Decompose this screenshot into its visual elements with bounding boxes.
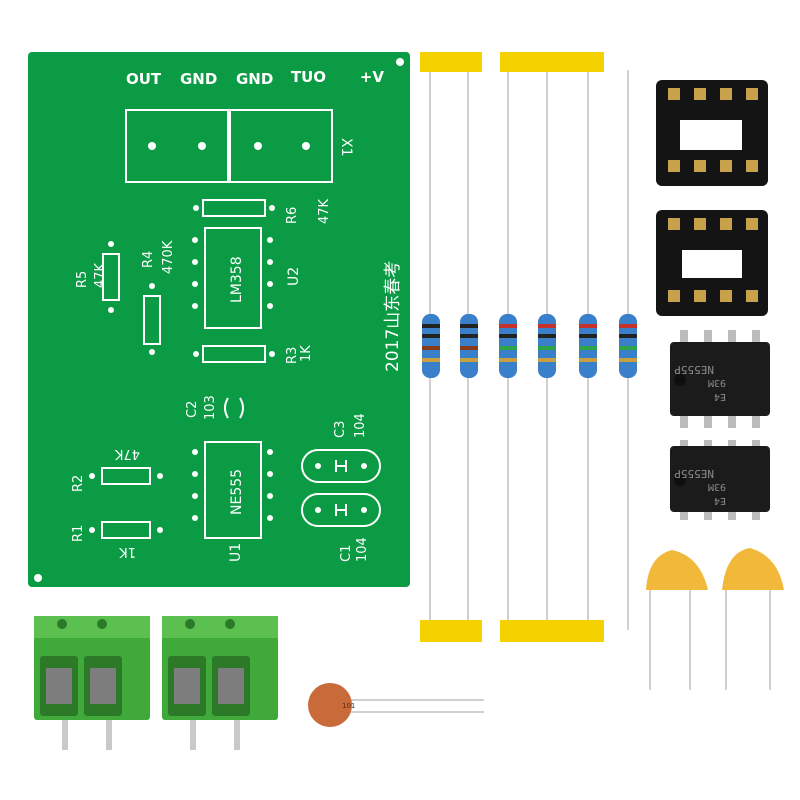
chip2-marking: NE555P	[674, 467, 714, 480]
chip1-marking: NE555P	[674, 363, 714, 376]
label-r1: R1	[71, 525, 86, 542]
chip1-line2: 93M	[708, 377, 726, 388]
terminal-block-1	[34, 616, 150, 750]
label-r3-value: 1K	[299, 345, 314, 362]
label-c1: C1	[339, 545, 354, 562]
resistor-3	[499, 314, 517, 378]
label-vplus: V+	[360, 68, 384, 86]
disc-capacitor: 101	[308, 683, 484, 727]
ceramic-capacitor-2	[722, 548, 784, 690]
label-out-text: OUT	[126, 70, 162, 88]
label-r3: R3	[285, 347, 300, 364]
tape-bottom-right	[500, 620, 604, 642]
resistor-4	[538, 314, 556, 378]
label-c1-value: 104	[355, 537, 370, 562]
label-r6-value: 47K	[317, 198, 332, 224]
label-r5-value: 47K	[93, 262, 108, 288]
terminal-block-2	[162, 616, 278, 750]
ne555-chip-2: NE555P 93M E4	[670, 440, 770, 520]
label-lm358: LM358	[229, 256, 245, 303]
label-gnd-1: GND	[180, 70, 217, 88]
tape-top-right	[500, 52, 604, 72]
tape-bottom-left	[420, 620, 482, 642]
label-gnd-2: GND	[236, 70, 273, 88]
label-r2-value: 47K	[114, 446, 140, 461]
chip1-line3: E4	[714, 391, 726, 402]
label-c2: C2	[185, 401, 200, 418]
label-r6: R6	[285, 207, 300, 224]
tape-top-left	[420, 52, 482, 72]
ceramic-capacitor-1	[646, 550, 708, 690]
label-ne555: NE555	[229, 469, 245, 515]
ne555-chip-1: NE555P 93M E4	[670, 330, 770, 428]
resistor-6	[619, 314, 637, 378]
label-out: OUT	[290, 68, 326, 86]
label-u2: U2	[286, 267, 302, 286]
label-r4-value: 470K	[161, 240, 176, 274]
label-r1-value: 1K	[119, 544, 136, 559]
label-x1: X1	[338, 138, 354, 157]
label-c3-value: 104	[353, 413, 368, 438]
label-u1: U1	[228, 543, 244, 562]
label-r4: R4	[141, 251, 156, 268]
label-c2-value: 103	[203, 395, 218, 420]
label-r2: R2	[71, 475, 86, 492]
resistor-5	[579, 314, 597, 378]
chip2-line3: E4	[714, 495, 726, 506]
chip2-line2: 93M	[708, 481, 726, 492]
disc-cap-label: 101	[342, 702, 355, 710]
resistor-2	[460, 314, 478, 378]
resistor-strip	[420, 52, 637, 642]
label-c3: C3	[333, 421, 348, 438]
ic-socket-1	[656, 80, 768, 186]
ic-socket-2	[656, 210, 768, 316]
label-r5: R5	[75, 271, 90, 288]
resistor-1	[422, 314, 440, 378]
pcb-board: OUT V+ OUT GND GND X1 R6 47K LM358	[28, 52, 443, 587]
pcb-title-line1: 2017山东春考	[383, 261, 403, 372]
